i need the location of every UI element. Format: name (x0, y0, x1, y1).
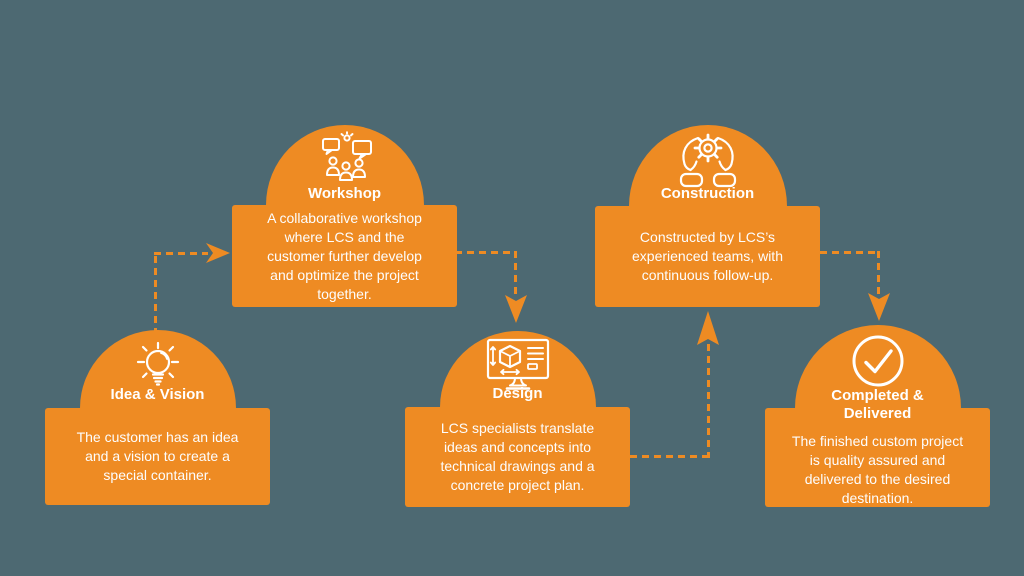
step-body: The finished custom project is quality a… (765, 408, 990, 507)
connector-construction-to-completed-horizontal (820, 251, 878, 254)
connector-idea-to-workshop-horizontal (154, 252, 208, 255)
step-title: Workshop (307, 185, 382, 202)
step-title: Idea & Vision (110, 386, 205, 403)
step-description: The finished custom project is quality a… (791, 433, 964, 506)
step-title: Completed & Delivered (831, 387, 924, 422)
arrowhead-right-icon (206, 243, 230, 263)
arrowhead-down-icon (868, 293, 890, 321)
lightbulb-icon (130, 340, 186, 390)
step-body: The customer has an idea and a vision to… (45, 408, 270, 505)
step-title: Design (492, 385, 543, 402)
connector-construction-to-completed-vertical (877, 251, 880, 295)
step-description: A collaborative workshop where LCS and t… (267, 209, 422, 302)
step-description: LCS specialists translate ideas and conc… (440, 420, 595, 493)
cad-monitor-icon (480, 338, 556, 390)
step-title: Construction (660, 185, 755, 202)
arrowhead-up-icon (697, 311, 719, 345)
arrowhead-down-icon (505, 295, 527, 323)
step-description: Constructed by LCS’s experienced teams, … (632, 229, 783, 283)
connector-workshop-to-design-vertical (514, 251, 517, 297)
connector-idea-to-workshop-vertical (154, 256, 157, 332)
connector-design-to-construction-vertical (707, 344, 710, 458)
step-body: LCS specialists translate ideas and conc… (405, 407, 630, 507)
connector-workshop-to-design-horizontal (455, 251, 515, 254)
step-body: A collaborative workshop where LCS and t… (232, 205, 457, 307)
check-circle-icon (850, 333, 906, 389)
step-description: The customer has an idea and a vision to… (76, 429, 239, 483)
brainstorm-people-icon (313, 131, 377, 185)
step-body: Constructed by LCS’s experienced teams, … (595, 206, 820, 307)
connector-design-to-construction-horizontal (630, 455, 708, 458)
hands-gear-icon (673, 131, 743, 189)
